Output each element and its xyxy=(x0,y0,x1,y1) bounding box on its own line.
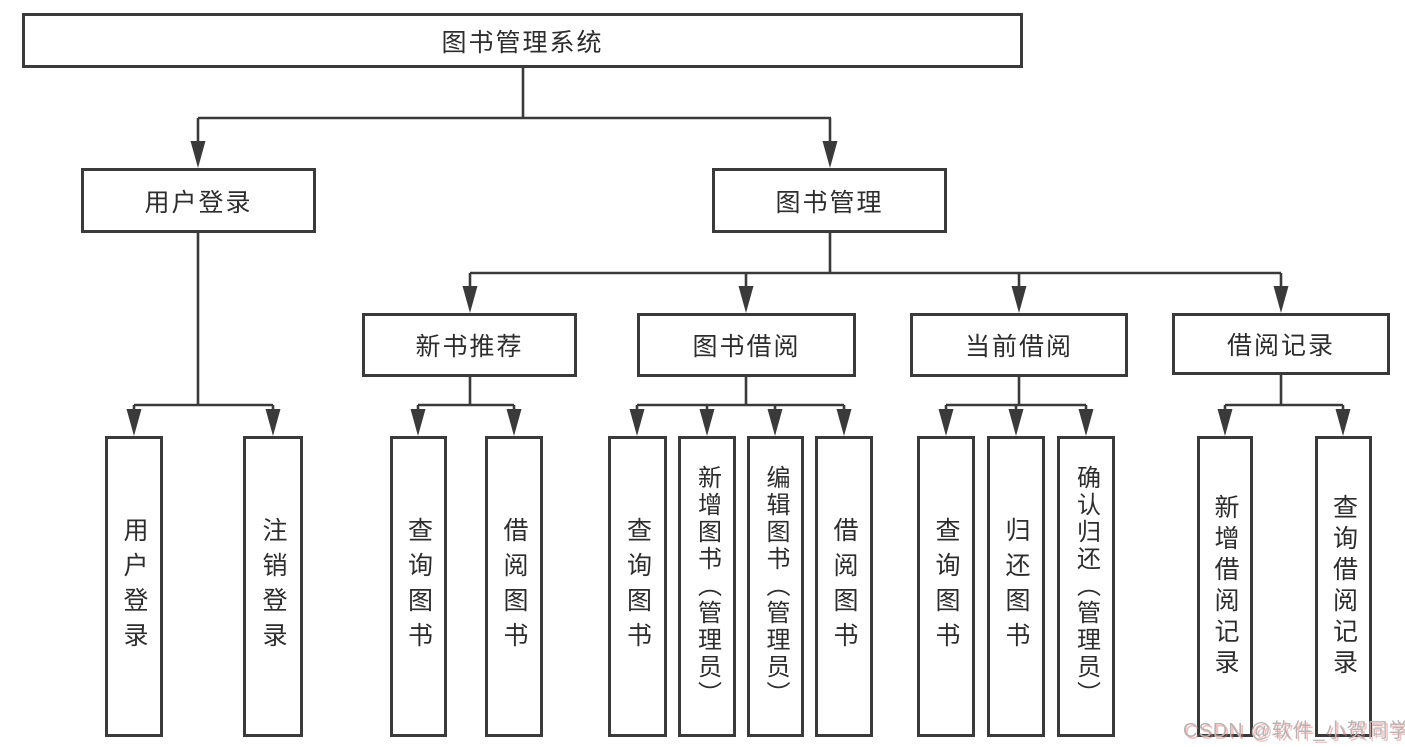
leaf-confirm-return-admin: 确认归还（管理员） xyxy=(1057,436,1115,737)
leaf-add-borrow-record: 新增借阅记录 xyxy=(1197,436,1253,737)
leaf-user-login: 用户登录 xyxy=(105,436,163,737)
leaf-logout-label: 注销登录 xyxy=(259,516,287,657)
node-book-borrowing: 图书借阅 xyxy=(637,313,856,377)
node-current-borrowing-label: 当前借阅 xyxy=(964,333,1073,361)
node-user-login-label: 用户登录 xyxy=(144,188,253,217)
leaf-return-book: 归还图书 xyxy=(987,436,1045,737)
node-borrowing-records-label: 借阅记录 xyxy=(1226,332,1335,360)
leaf-query-books-recommend-label: 查询图书 xyxy=(404,516,433,657)
leaf-borrow-books-label: 借阅图书 xyxy=(830,516,858,657)
leaf-borrow-books-recommend-label: 借阅图书 xyxy=(500,516,528,657)
leaf-query-books-borrowing: 查询图书 xyxy=(608,436,667,737)
leaf-query-books-current-label: 查询图书 xyxy=(932,516,960,657)
node-book-borrowing-label: 图书借阅 xyxy=(692,333,801,361)
leaf-borrow-books: 借阅图书 xyxy=(815,436,873,737)
node-root: 图书管理系统 xyxy=(22,13,1023,68)
node-root-label: 图书管理系统 xyxy=(441,28,604,57)
leaf-return-book-label: 归还图书 xyxy=(1002,516,1030,657)
arrowheads xyxy=(126,141,1351,436)
csdn-watermark: CSDN @软件_小贺同学 xyxy=(1183,720,1405,742)
leaf-add-book-admin-label: 新增图书（管理员） xyxy=(693,465,721,708)
leaf-query-books-current: 查询图书 xyxy=(917,436,975,737)
node-borrowing-records: 借阅记录 xyxy=(1172,313,1390,375)
leaf-add-borrow-record-label: 新增借阅记录 xyxy=(1211,493,1239,680)
node-current-borrowing: 当前借阅 xyxy=(910,313,1128,377)
leaf-query-books-borrowing-label: 查询图书 xyxy=(623,516,652,657)
leaf-confirm-return-admin-label: 确认归还（管理员） xyxy=(1072,465,1100,708)
leaf-edit-book-admin-label: 编辑图书（管理员） xyxy=(762,465,789,708)
leaf-edit-book-admin: 编辑图书（管理员） xyxy=(747,436,804,737)
leaf-query-books-recommend: 查询图书 xyxy=(390,436,447,737)
node-new-book-recommend-label: 新书推荐 xyxy=(415,333,524,361)
leaf-query-borrow-record: 查询借阅记录 xyxy=(1315,436,1372,737)
node-user-login: 用户登录 xyxy=(81,168,316,233)
node-book-management: 图书管理 xyxy=(712,168,947,233)
leaf-borrow-books-recommend: 借阅图书 xyxy=(485,436,543,737)
leaf-add-book-admin: 新增图书（管理员） xyxy=(678,436,736,737)
leaf-logout: 注销登录 xyxy=(243,436,303,737)
leaf-user-login-label: 用户登录 xyxy=(120,516,148,657)
node-book-management-label: 图书管理 xyxy=(775,188,884,217)
node-new-book-recommend: 新书推荐 xyxy=(362,313,577,377)
leaf-query-borrow-record-label: 查询借阅记录 xyxy=(1329,493,1358,680)
